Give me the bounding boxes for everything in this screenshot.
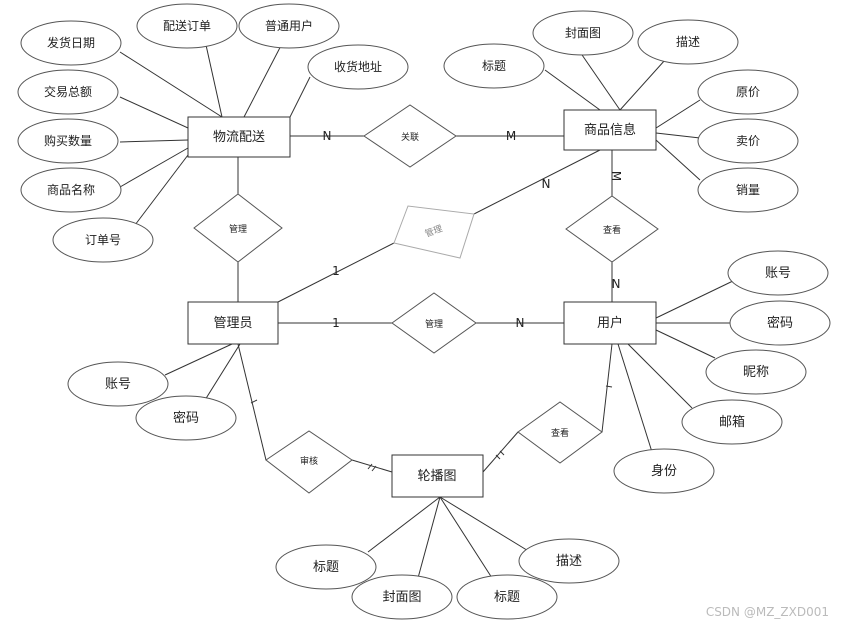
relationship-audit-label: 审核 [300, 455, 318, 467]
attr-carousel-cover[interactable]: 封面图 [351, 574, 453, 620]
attr-carousel-description[interactable]: 描述 [518, 538, 620, 584]
svg-text:原价: 原价 [736, 85, 760, 99]
svg-text:普通用户: 普通用户 [265, 18, 313, 33]
svg-text:配送订单: 配送订单 [163, 18, 211, 33]
card-product-view: M [609, 171, 623, 181]
svg-text:发货日期: 发货日期 [47, 35, 95, 50]
relationship-view-carousel-label: 查看 [551, 427, 569, 439]
relationship-audit[interactable]: 审核 [265, 430, 353, 494]
svg-text:描述: 描述 [676, 35, 700, 49]
svg-text:标题: 标题 [313, 560, 339, 575]
attr-product-description[interactable]: 描述 [637, 19, 739, 65]
svg-text:购买数量: 购买数量 [44, 133, 92, 148]
attr-product-title[interactable]: 标题 [443, 43, 545, 89]
entity-carousel-label: 轮播图 [417, 469, 456, 484]
svg-text:身份: 身份 [651, 463, 677, 479]
attr-logistics-regular-user[interactable]: 普通用户 [238, 3, 340, 49]
attr-user-identity[interactable]: 身份 [613, 448, 715, 494]
svg-text:卖价: 卖价 [736, 134, 760, 148]
attr-carousel-title-1[interactable]: 标题 [275, 544, 377, 590]
attr-product-sales[interactable]: 销量 [697, 167, 799, 213]
svg-text:邮箱: 邮箱 [719, 414, 745, 430]
entity-user-label: 用户 [597, 315, 623, 331]
entity-user[interactable]: 用户 [563, 301, 657, 345]
card-logistics-associate: N [323, 129, 332, 143]
relationship-associate-label: 关联 [401, 131, 419, 143]
attr-logistics-delivery-order[interactable]: 配送订单 [136, 3, 238, 49]
entity-product-label: 商品信息 [584, 122, 636, 138]
svg-text:订单号: 订单号 [85, 233, 121, 247]
entity-admin-label: 管理员 [213, 316, 252, 331]
attr-logistics-product-name[interactable]: 商品名称 [20, 167, 122, 213]
svg-text:账号: 账号 [765, 266, 791, 281]
connector-lines [119, 35, 736, 579]
attr-logistics-quantity[interactable]: 购买数量 [17, 118, 119, 164]
attr-admin-password[interactable]: 密码 [135, 395, 237, 441]
svg-text:标题: 标题 [494, 590, 520, 605]
svg-text:标题: 标题 [482, 59, 506, 73]
attr-carousel-title-2[interactable]: 标题 [456, 574, 558, 620]
card-user-manage: N [516, 316, 525, 330]
entity-admin[interactable]: 管理员 [187, 301, 279, 345]
relationship-manage-logistics[interactable]: 管理 [193, 193, 283, 263]
card-admin-manage-product: 1 [332, 264, 340, 278]
entity-product[interactable]: 商品信息 [563, 109, 657, 151]
attr-admin-account[interactable]: 账号 [67, 361, 169, 407]
cardinality-labels: N M N 1 M N 1 N [323, 129, 623, 330]
attr-product-original-price[interactable]: 原价 [697, 69, 799, 115]
relationship-view-product-label: 查看 [603, 224, 621, 236]
attr-logistics-order-no[interactable]: 订单号 [52, 217, 154, 263]
entity-logistics-label: 物流配送 [213, 130, 265, 145]
card-admin-manage-user: 1 [332, 316, 340, 330]
card-associate-product: M [506, 129, 516, 143]
relationship-view-product[interactable]: 查看 [565, 195, 659, 263]
card-product-manage: N [542, 177, 551, 191]
svg-text:昵称: 昵称 [743, 365, 769, 380]
attr-logistics-ship-date[interactable]: 发货日期 [20, 20, 122, 66]
attr-user-nickname[interactable]: 昵称 [705, 349, 807, 395]
cardinality-ticks [250, 385, 613, 472]
watermark: CSDN @MZ_ZXD001 [705, 605, 829, 619]
svg-text:密码: 密码 [173, 410, 199, 426]
entity-carousel[interactable]: 轮播图 [391, 454, 484, 498]
attr-product-sale-price[interactable]: 卖价 [697, 118, 799, 164]
card-user-view-product: N [612, 277, 621, 291]
relationship-view-carousel[interactable]: 查看 [517, 401, 603, 464]
attr-logistics-address[interactable]: 收货地址 [307, 44, 409, 90]
relationship-manage-user[interactable]: 管理 [391, 292, 477, 354]
attr-logistics-total[interactable]: 交易总额 [17, 69, 119, 115]
attr-user-email[interactable]: 邮箱 [681, 399, 783, 445]
svg-text:交易总额: 交易总额 [44, 84, 92, 99]
svg-text:密码: 密码 [767, 315, 793, 331]
attr-user-account[interactable]: 账号 [727, 250, 829, 296]
attr-product-cover[interactable]: 封面图 [532, 10, 634, 56]
svg-text:封面图: 封面图 [565, 26, 601, 40]
svg-text:描述: 描述 [556, 554, 582, 569]
svg-text:账号: 账号 [105, 377, 131, 392]
svg-text:销量: 销量 [736, 183, 760, 197]
relationship-associate[interactable]: 关联 [363, 104, 457, 168]
svg-text:商品名称: 商品名称 [47, 182, 95, 197]
svg-text:收货地址: 收货地址 [334, 59, 382, 74]
entity-logistics[interactable]: 物流配送 [187, 116, 291, 158]
relationship-manage-user-label: 管理 [425, 318, 443, 330]
relationship-manage-product[interactable]: 管理 [393, 205, 475, 259]
relationship-manage-logistics-label: 管理 [229, 223, 247, 235]
attr-user-password[interactable]: 密码 [729, 300, 831, 346]
svg-text:封面图: 封面图 [382, 590, 421, 605]
